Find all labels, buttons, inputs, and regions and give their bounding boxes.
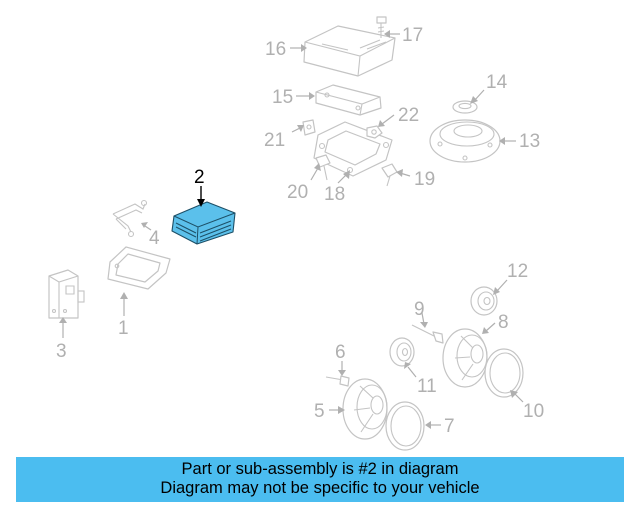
part-3-module[interactable] (48, 269, 85, 319)
callout-13[interactable]: 13 (519, 131, 540, 152)
callout-16[interactable]: 16 (265, 39, 286, 60)
callout-19[interactable]: 19 (414, 169, 435, 190)
callout-21[interactable]: 21 (264, 130, 285, 151)
callout-15[interactable]: 15 (272, 87, 293, 108)
callout-labels: 2 16 17 15 21 22 20 18 19 13 14 4 1 3 12… (56, 25, 544, 437)
part-7-ring[interactable] (385, 401, 425, 451)
part-13-subwoofer[interactable] (429, 119, 501, 163)
callout-2[interactable]: 2 (194, 167, 205, 188)
part-17-screw[interactable] (376, 16, 387, 38)
callout-7[interactable]: 7 (444, 416, 455, 437)
part-11-tweeter[interactable] (389, 337, 415, 367)
callout-5[interactable]: 5 (314, 401, 325, 422)
part-8-speaker[interactable] (442, 328, 488, 388)
callout-10[interactable]: 10 (523, 401, 544, 422)
callout-6[interactable]: 6 (335, 342, 346, 363)
part-14-grommet[interactable] (452, 100, 478, 114)
part-12-tweeter[interactable] (470, 286, 498, 316)
part-1-control-unit[interactable] (107, 246, 171, 290)
part-2-module-highlighted[interactable] (171, 201, 236, 245)
part-6-bolt[interactable] (325, 375, 350, 387)
callout-3[interactable]: 3 (56, 341, 67, 362)
callout-18[interactable]: 18 (324, 184, 345, 205)
disclaimer-line-2: Diagram may not be specific to your vehi… (160, 479, 480, 497)
callout-12[interactable]: 12 (507, 261, 528, 282)
part-9-bolt[interactable] (411, 324, 444, 344)
callout-4[interactable]: 4 (149, 228, 160, 249)
callout-17[interactable]: 17 (402, 25, 423, 46)
callout-11[interactable]: 11 (417, 376, 437, 397)
part-16-cover[interactable] (303, 25, 396, 77)
part-10-ring[interactable] (484, 348, 524, 398)
callout-8[interactable]: 8 (498, 312, 509, 333)
disclaimer-line-1: Part or sub-assembly is #2 in diagram (181, 460, 459, 478)
diagram-disclaimer-banner: Part or sub-assembly is #2 in diagram Di… (16, 457, 624, 502)
leader-lines (59, 30, 524, 429)
callout-20[interactable]: 20 (287, 182, 308, 203)
part-22-nut[interactable] (366, 125, 383, 139)
parts-diagram: 2 16 17 15 21 22 20 18 19 13 14 4 1 3 12… (48, 16, 544, 451)
part-5-speaker[interactable] (342, 378, 388, 440)
part-19-screw[interactable] (381, 163, 398, 187)
part-4-bracket[interactable] (112, 199, 148, 238)
callout-9[interactable]: 9 (414, 299, 425, 320)
callout-1[interactable]: 1 (118, 318, 129, 339)
part-21-clip[interactable] (302, 119, 316, 136)
callout-22[interactable]: 22 (398, 105, 419, 126)
part-15-module[interactable] (315, 84, 382, 116)
callout-14[interactable]: 14 (486, 72, 508, 93)
